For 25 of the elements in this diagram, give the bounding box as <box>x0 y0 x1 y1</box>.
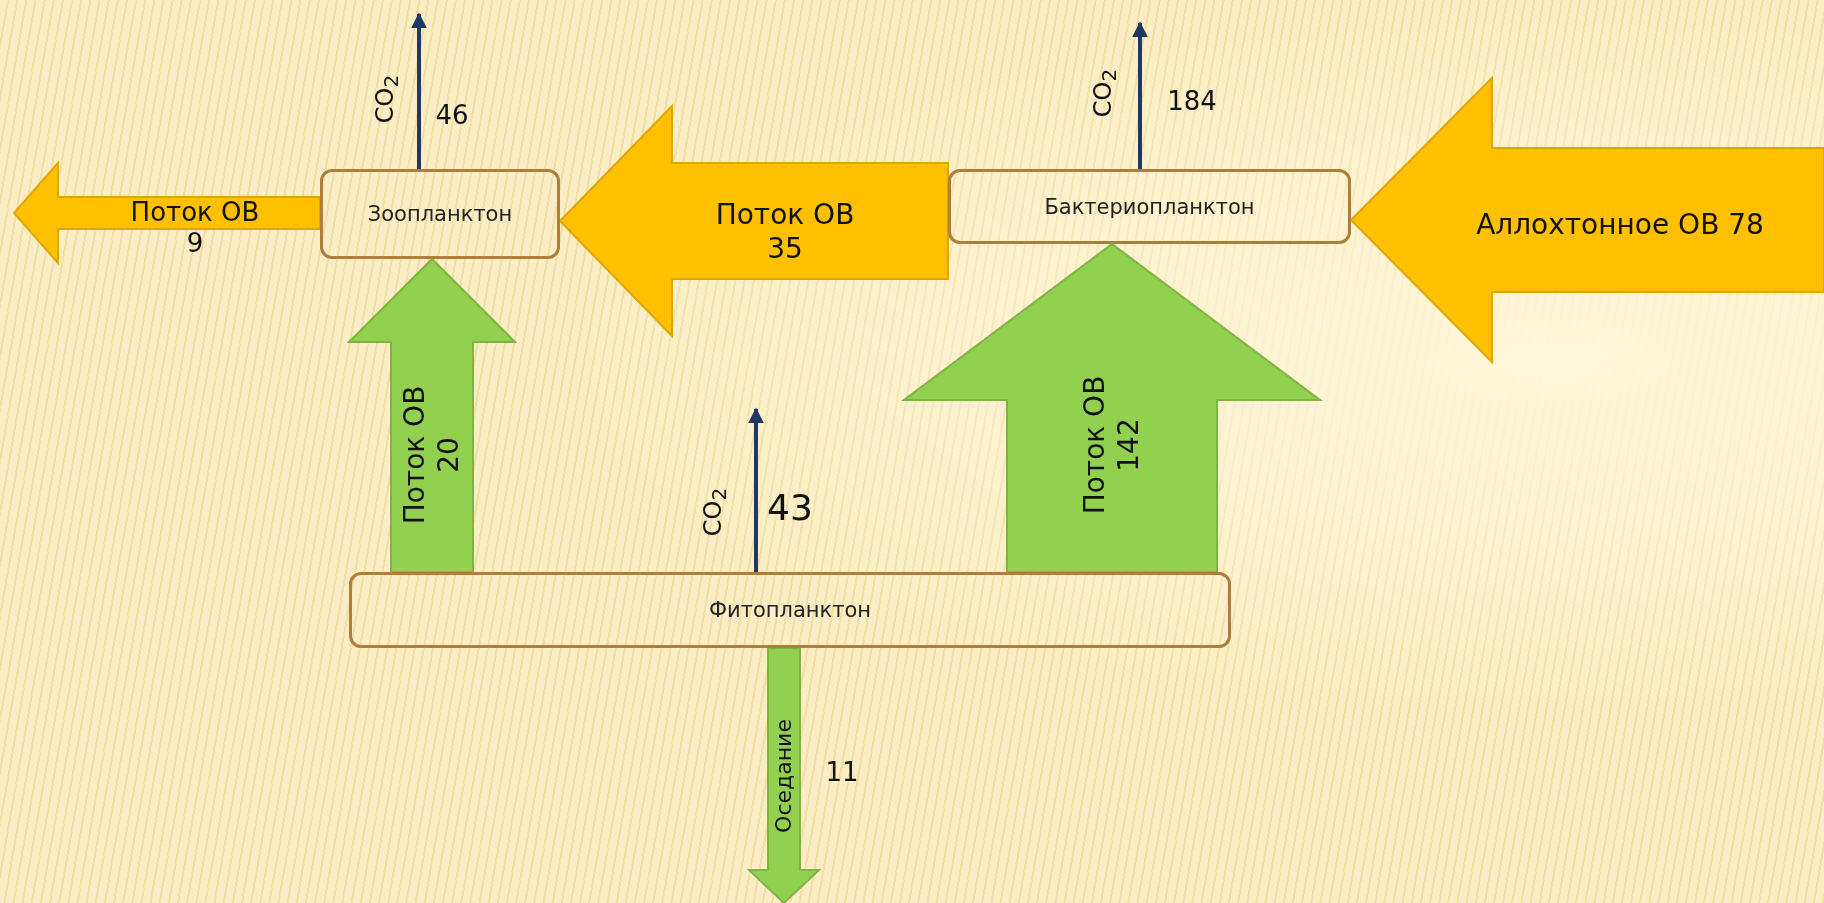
node-label: Фитопланктон <box>708 598 872 622</box>
value-label: 43 <box>767 486 813 530</box>
edge-label: Поток ОВ 20 <box>398 384 466 527</box>
node-box <box>320 169 560 259</box>
value-label: 11 <box>825 757 859 789</box>
block-arrow <box>1349 75 1824 365</box>
arrow <box>748 407 764 572</box>
node-label: Зоопланктон <box>367 202 513 226</box>
block-arrow <box>746 647 822 903</box>
edge-label: Оседание <box>770 718 797 835</box>
block-arrow <box>901 242 1323 573</box>
arrow <box>411 12 427 169</box>
block-arrow <box>12 160 321 266</box>
value-label: 184 <box>1167 86 1217 118</box>
edge-label: Поток ОВ 142 <box>1078 374 1146 517</box>
edge-label: Поток ОВ 35 <box>714 198 856 266</box>
node-label: Бактериопланктон <box>1044 194 1255 219</box>
value-label: 46 <box>435 100 469 132</box>
node-box <box>349 572 1231 648</box>
block-arrow <box>558 103 949 339</box>
node-box <box>948 169 1351 244</box>
block-arrow <box>346 257 518 573</box>
arrow <box>1132 21 1148 169</box>
edge-label: Аллохтонное ОВ 78 <box>1475 208 1765 242</box>
edge-label: Поток ОВ 9 <box>129 196 261 260</box>
